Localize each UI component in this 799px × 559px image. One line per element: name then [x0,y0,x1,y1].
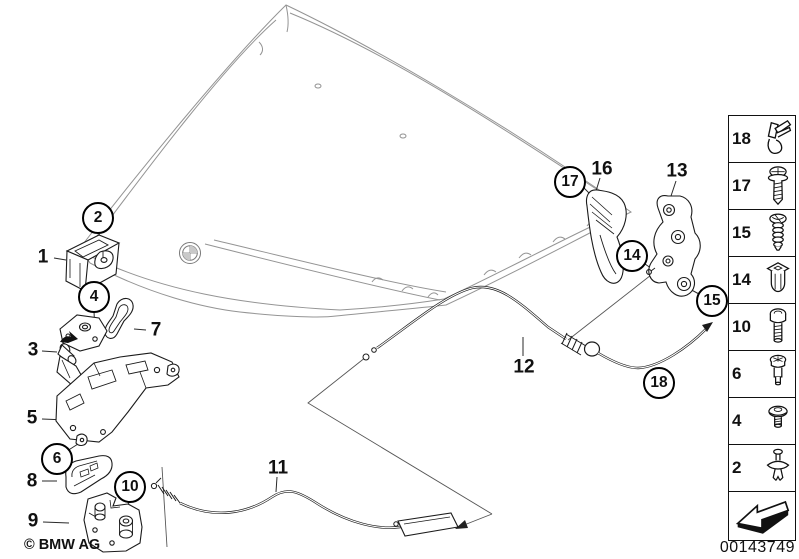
hex-socket-bolt-icon [769,308,787,343]
callout-label-5[interactable]: 5 [26,407,38,429]
legend-item-10[interactable]: 10 [729,304,795,351]
callout-balloon-17[interactable]: 17 [554,166,586,198]
callout-balloon-14[interactable]: 14 [616,240,648,272]
hood-clip-icon [767,119,792,154]
diagram-number: 00143749 [719,539,795,556]
callout-label-7[interactable]: 7 [150,319,162,341]
callout-balloon-15[interactable]: 15 [696,285,728,317]
legend-item-number: 14 [732,270,751,289]
legend-item-number: 10 [732,317,751,336]
reference-lines [161,267,661,548]
legend-item-number: 17 [732,176,751,195]
part-5-support-drawing [55,352,180,446]
part-9-lock-drawing [83,492,143,553]
part-12-cable-drawing [362,285,713,370]
legend-item-15[interactable]: 15 [729,210,795,257]
expansion-nut-icon [766,262,790,293]
legend-item-6[interactable]: 6 [729,351,795,398]
legend-item-18[interactable]: 18 [729,116,795,163]
back-arrow-icon [735,500,790,534]
callout-label-3[interactable]: 3 [27,339,39,361]
bmw-roundel [179,242,201,264]
legend-item-17[interactable]: 17 [729,163,795,210]
callout-balloon-2[interactable]: 2 [82,202,114,234]
part-11-cable-drawing [150,477,459,537]
countersunk-screw-icon [769,213,787,251]
part-3-4-bracket-drawing [56,314,108,387]
legend-item-number: 18 [732,129,751,148]
callout-label-12[interactable]: 12 [513,356,535,378]
callout-label-16[interactable]: 16 [591,158,613,180]
part-7-hook-drawing [104,297,134,339]
callout-balloon-4[interactable]: 4 [78,281,110,313]
legend-item-number: 15 [732,223,751,242]
legend-item-number: 4 [732,411,742,430]
back-arrow-button[interactable] [729,492,795,540]
callout-balloon-10[interactable]: 10 [114,471,146,503]
hood-outline [79,4,632,318]
callout-label-13[interactable]: 13 [666,160,688,182]
callout-label-9[interactable]: 9 [27,510,39,532]
callout-label-11[interactable]: 11 [267,457,289,479]
expanding-rivet-icon [766,448,790,481]
part-13-hinge-drawing [646,195,701,297]
part-1-buffer-drawing [65,234,121,292]
callout-balloon-6[interactable]: 6 [41,443,73,475]
washer-head-bolt-icon [768,405,788,428]
callout-label-8[interactable]: 8 [26,470,38,492]
screw-with-washer-icon [767,166,789,206]
legend-item-2[interactable]: 2 [729,445,795,492]
flange-screw-icon [769,354,787,386]
legend-item-number: 6 [732,364,742,383]
part-16-hinge-cover-drawing [585,189,627,284]
fastener-legend: 18 17 15 [728,115,796,541]
legend-item-number: 2 [732,458,742,477]
legend-item-4[interactable]: 4 [729,398,795,445]
callout-label-1[interactable]: 1 [37,246,49,268]
callout-balloon-18[interactable]: 18 [643,367,675,399]
legend-item-14[interactable]: 14 [729,257,795,304]
copyright-text: © BMW AG [24,537,101,553]
